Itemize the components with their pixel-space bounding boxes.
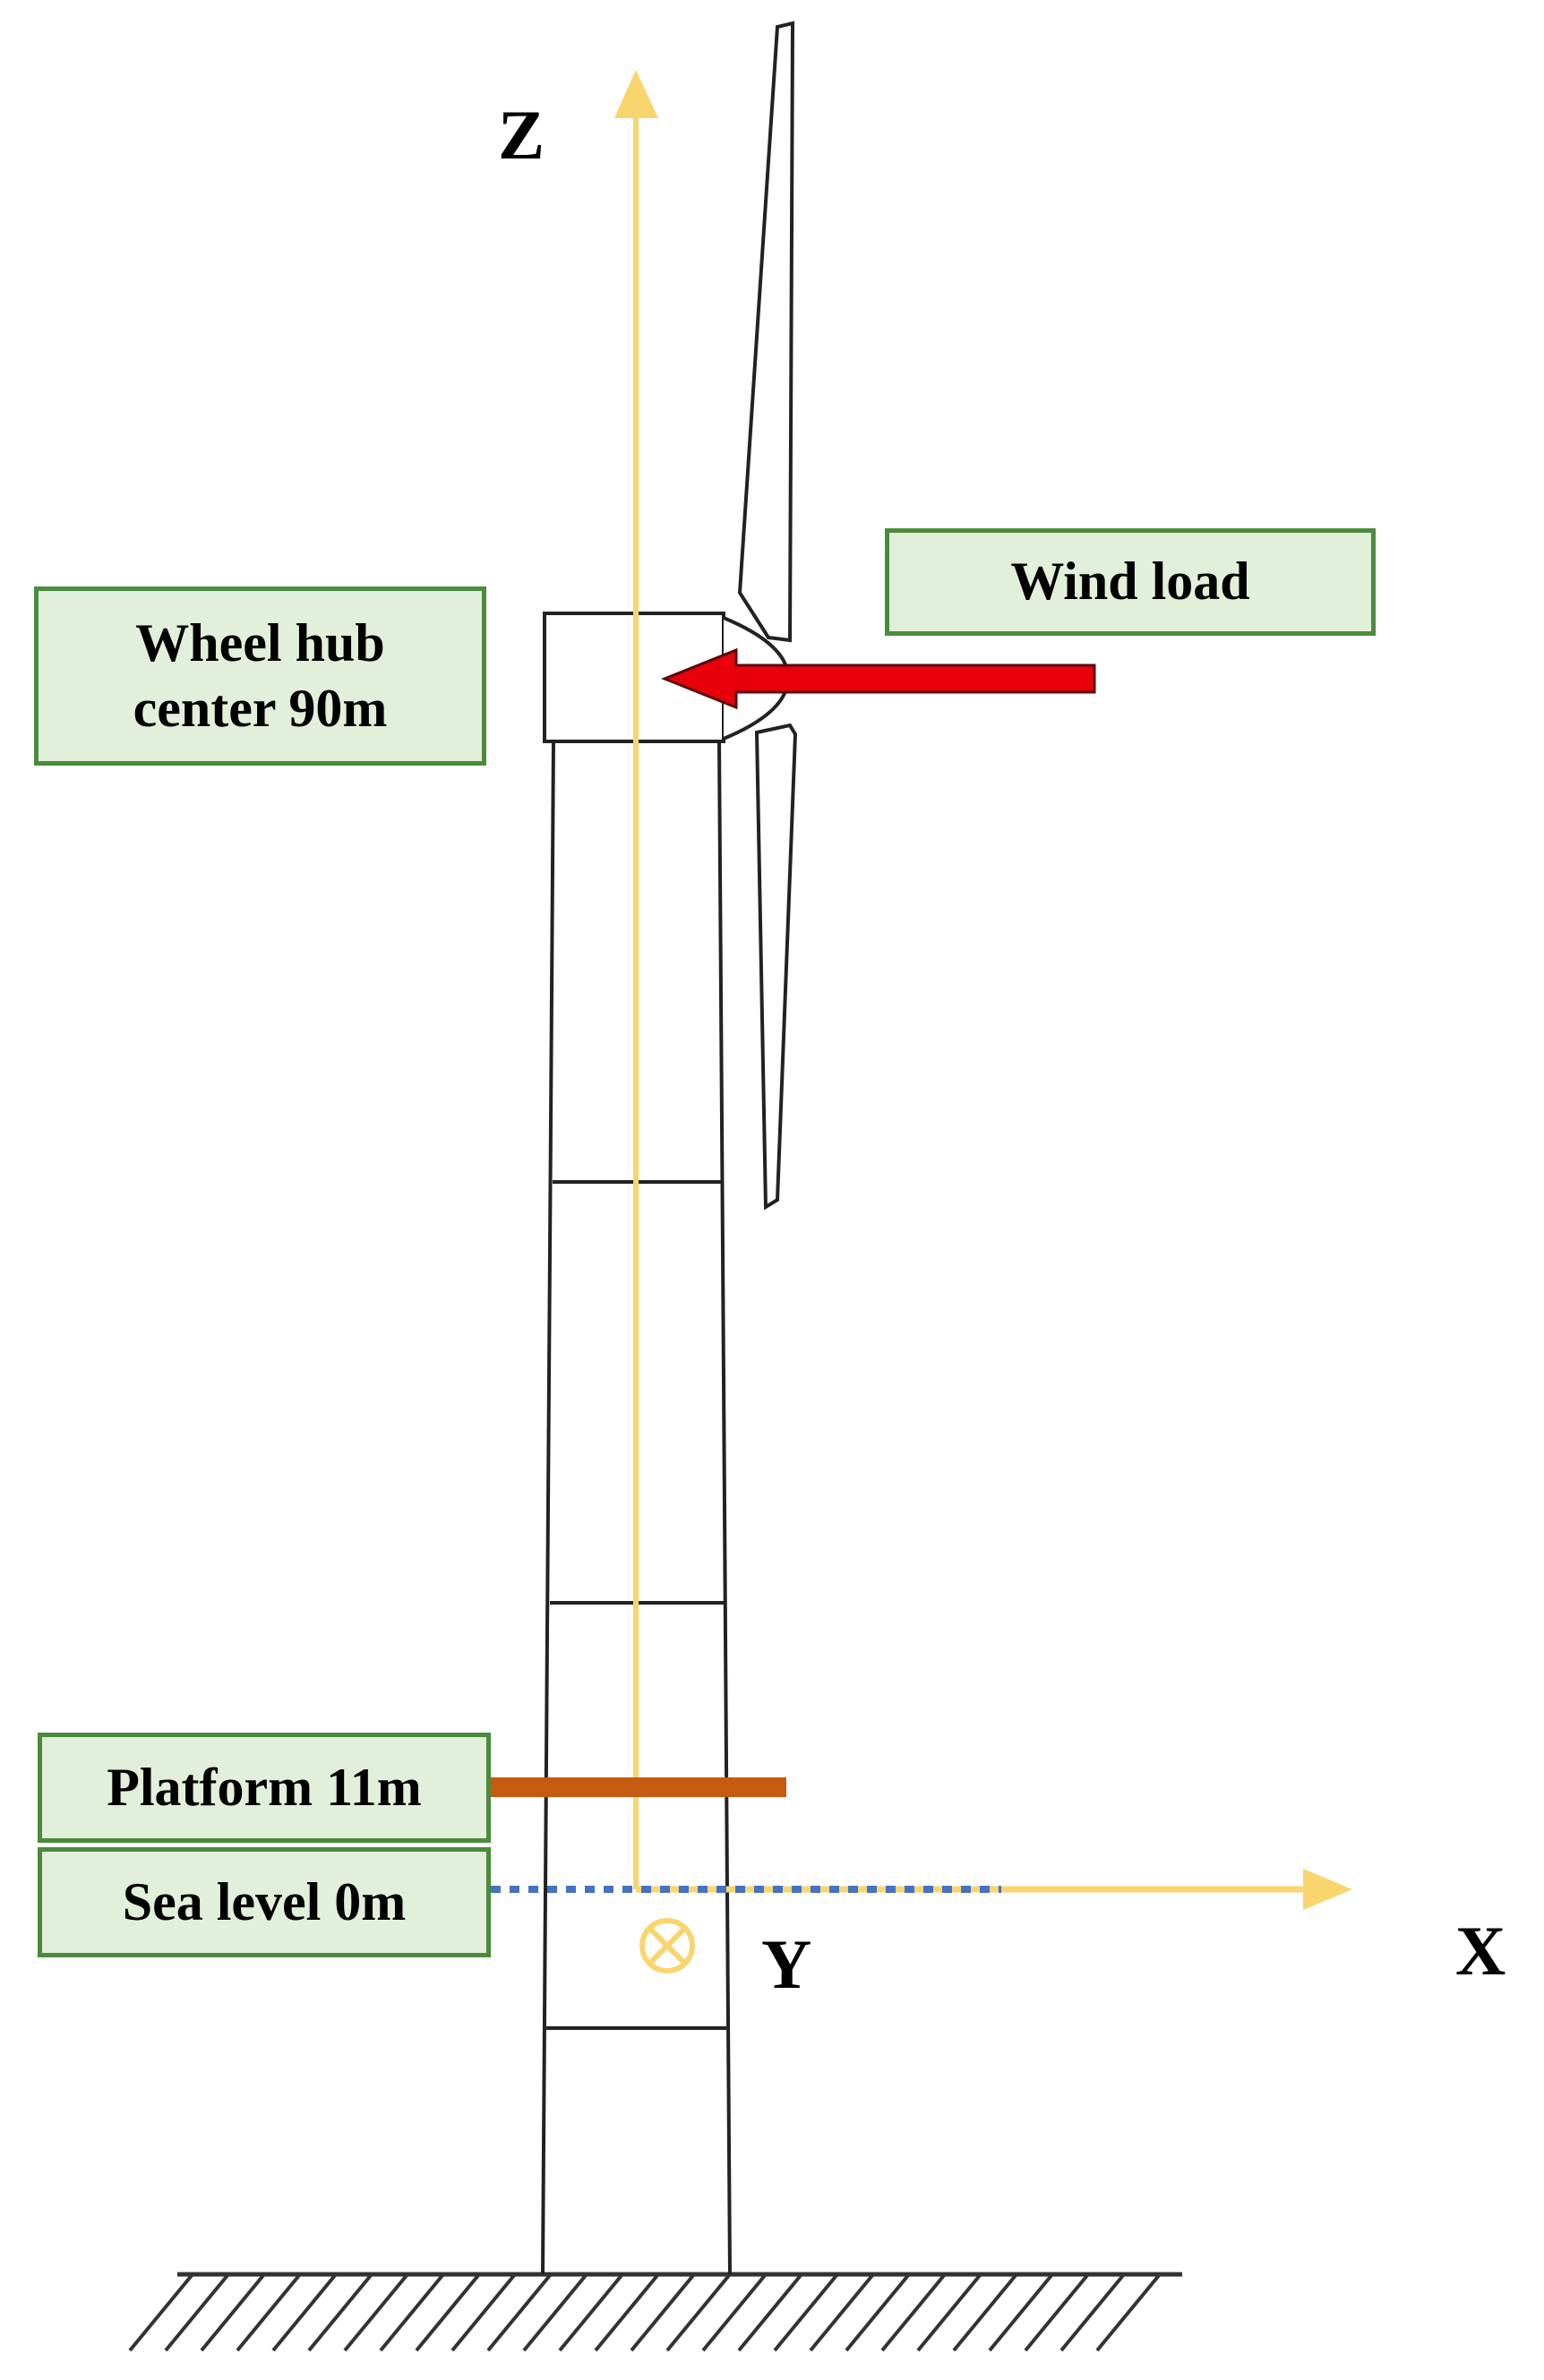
hatch-line [880,2273,947,2352]
z-axis-arrowhead [614,70,658,118]
hatch-line [164,2273,230,2352]
platform-label-text: Platform 11m [107,1757,422,1817]
wind-load-label-text: Wind load [1010,552,1250,612]
sea-level-label: Sea level 0m [38,1847,491,1957]
lower-blade [754,723,798,1211]
hatch-line [415,2273,481,2352]
hatch-line [128,2273,194,2352]
hatch-line [558,2273,624,2352]
hub-center-label-line2: center 90m [133,679,388,738]
hatch-line [343,2273,409,2352]
hatch-line [809,2273,875,2352]
hatch-line [665,2273,732,2352]
upper-blade [737,21,795,643]
hatch-line [236,2273,302,2352]
hatch-line [845,2273,911,2352]
hatch-line [952,2273,1018,2352]
hatch-line [522,2273,588,2352]
hatch-line [630,2273,696,2352]
hatch-line [307,2273,373,2352]
hatch-line [486,2273,553,2352]
x-axis-arrowhead [1303,1869,1352,1910]
hatch-line [1059,2273,1126,2352]
wind-load-label: Wind load [885,528,1376,636]
x-axis-label: X [1455,1912,1506,1990]
hatch-line [379,2273,445,2352]
wind-load-arrow [660,647,1096,710]
z-axis-label: Z [498,96,545,174]
hatch-line [1095,2273,1162,2352]
ground-hatching [128,2273,1162,2352]
hatch-line [737,2273,803,2352]
hub-center-label: Wheel hub center 90m [34,586,486,766]
hatch-line [594,2273,660,2352]
hatch-line [701,2273,768,2352]
ground [128,2272,1182,2352]
hatch-line [988,2273,1054,2352]
hatch-line [1024,2273,1090,2352]
hatch-line [916,2273,982,2352]
platform-label: Platform 11m [38,1733,491,1843]
y-axis-into-page-icon [639,1918,695,1973]
hatch-line [450,2273,517,2352]
y-axis-label: Y [761,1925,812,2003]
hub-center-label-line1: Wheel hub [135,612,385,672]
hatch-line [200,2273,266,2352]
sea-level-label-text: Sea level 0m [122,1871,407,1931]
hatch-line [773,2273,839,2352]
hatch-line [271,2273,338,2352]
